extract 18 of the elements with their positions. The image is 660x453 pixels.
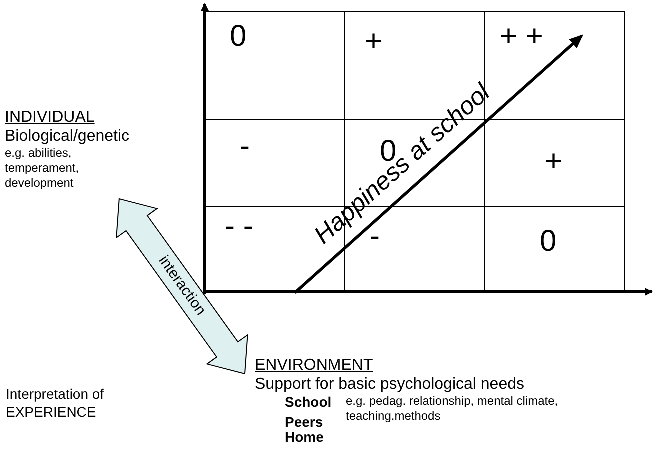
subheading: Biological/genetic <box>5 127 131 146</box>
cell-value: + <box>365 25 383 59</box>
group-heading: INDIVIDUAL <box>5 108 96 127</box>
double-arrow <box>116 198 248 375</box>
cell-value: - - <box>225 210 254 244</box>
group-heading: ENVIRONMENT <box>255 356 374 375</box>
description-text: e.g. abilities, temperament, development <box>5 146 80 191</box>
cell-value: + <box>545 145 563 179</box>
cell-value: 0 <box>540 225 557 259</box>
category-label: School <box>285 394 332 411</box>
cell-value: + + <box>500 20 544 54</box>
category-label: Peers <box>285 414 324 431</box>
cell-value: 0 <box>230 20 247 54</box>
cell-value: - <box>240 130 250 164</box>
description-text: e.g. pedag. relationship, mental climate, teaching.methods <box>346 394 560 424</box>
category-label: Home <box>285 429 324 446</box>
note-text: Interpretation of EXPERIENCE <box>6 385 106 421</box>
subheading: Support for basic psychological needs <box>255 375 526 394</box>
